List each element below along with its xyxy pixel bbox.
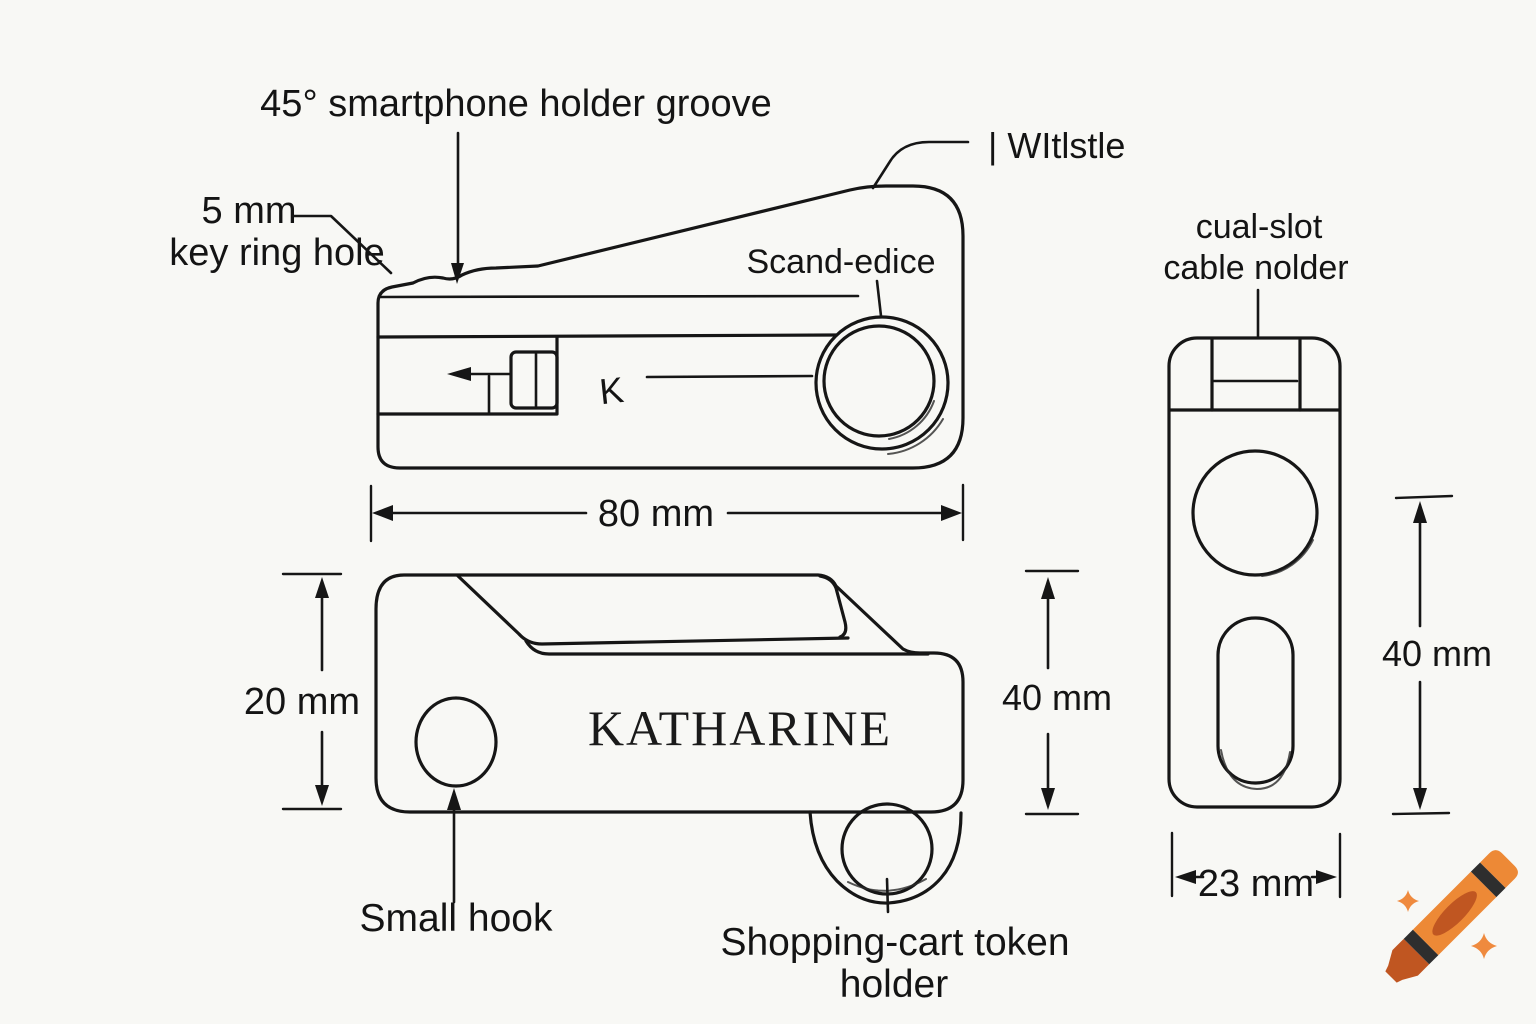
- top-view-outline: [376, 184, 965, 470]
- slider-arrowhead: [447, 367, 471, 381]
- side-cable-slot: [1216, 616, 1295, 785]
- dim23-arrow-left: [1175, 870, 1196, 884]
- mid-face-line: [376, 333, 838, 339]
- side-view: [1167, 336, 1342, 809]
- key-ring-hole: [414, 696, 498, 788]
- scan-edge-label: Scand-edice: [746, 243, 935, 281]
- dimension-40mm-right: 40 mm: [1382, 494, 1492, 816]
- dimension-40mm-middle: 40 mm: [1002, 569, 1112, 816]
- bottom-view: KATHARINE: [374, 573, 965, 905]
- k-marker-label: K: [597, 369, 625, 412]
- top-view-callouts: 45° smartphone holder groove 5 mm key ri…: [169, 83, 1125, 318]
- token-holder-pocket: [808, 810, 963, 905]
- body-shadow-arc: [888, 400, 935, 440]
- dimension-20mm: 20 mm: [244, 572, 360, 811]
- whistle-ring-inner: [822, 324, 936, 438]
- k-leader-line: [645, 374, 814, 379]
- groove-arrowhead: [451, 263, 464, 284]
- side-view-outline: [1167, 336, 1342, 809]
- top-face-line: [378, 294, 860, 299]
- dim40r-tick-top: [1394, 494, 1454, 500]
- cable-holder-label-line2: cable nolder: [1163, 249, 1348, 287]
- crayon-end-cap: [1480, 850, 1518, 888]
- key-ring-label-line2: key ring hole: [169, 232, 384, 274]
- scan-edge-leader: [875, 279, 883, 318]
- dim40m-arrow-down: [1041, 788, 1055, 810]
- whistle-label: | WItlstle: [988, 125, 1125, 166]
- engraved-name: KATHARINE: [588, 700, 892, 756]
- whistle-ring-outer: [814, 315, 950, 451]
- groove-label: 45° smartphone holder groove: [260, 83, 772, 125]
- crayon-tip: [1385, 938, 1430, 983]
- dim80-arrow-left: [372, 505, 393, 521]
- small-hook-arrowhead: [447, 788, 461, 810]
- dimension-80mm: 80 mm: [369, 483, 965, 543]
- dim20-arrow-down: [315, 785, 329, 806]
- side-view-callouts: cual-slot cable nolder: [1163, 208, 1349, 338]
- token-holder-label-line1: Shopping-cart token: [720, 921, 1069, 964]
- token-holder-label-line2: holder: [840, 963, 948, 1006]
- dim40r-tick-bottom: [1391, 811, 1451, 816]
- bottom-view-callouts: Small hook Shopping-cart token holder: [360, 788, 1070, 1006]
- dim40r-arrow-up: [1413, 501, 1427, 523]
- dim40m-arrow-up: [1041, 577, 1055, 599]
- crayon-icon: [1385, 850, 1518, 983]
- dim40r-text: 40 mm: [1382, 633, 1492, 674]
- dim80-arrow-right: [941, 505, 962, 521]
- crayon-body-oval: [1432, 891, 1477, 936]
- side-round-hole: [1191, 449, 1319, 577]
- dim20-arrow-up: [315, 577, 329, 598]
- crayon-band-lower: [1403, 929, 1439, 965]
- whistle-leader: [871, 140, 970, 190]
- crayon-band-upper: [1470, 862, 1506, 898]
- key-ring-leader: [291, 214, 393, 275]
- groove-flap-right-edge: [818, 574, 848, 639]
- dim23-arrow-right: [1316, 870, 1337, 884]
- dim40m-text: 40 mm: [1002, 677, 1112, 718]
- dim20-text: 20 mm: [244, 681, 360, 723]
- sparkle-icon: [1396, 889, 1420, 913]
- groove-flap-left-edge: [456, 574, 850, 646]
- dim40r-arrow-down: [1413, 788, 1427, 810]
- key-ring-label-line1: 5 mm: [202, 190, 297, 232]
- dimension-23mm: 23 mm: [1170, 831, 1342, 905]
- slider-block: [509, 350, 559, 410]
- cable-holder-label-line1: cual-slot: [1196, 208, 1323, 246]
- dim80-text: 80 mm: [598, 493, 714, 535]
- small-hook-label: Small hook: [360, 897, 553, 940]
- sparkle-icon: [1471, 933, 1497, 959]
- bottom-view-outline: [374, 573, 965, 814]
- ring-shadow-arc: [887, 418, 944, 455]
- token-holder-leader: [885, 877, 890, 914]
- top-view: K: [376, 184, 965, 470]
- side-slot-shadow: [1220, 749, 1291, 791]
- dim23-text: 23 mm: [1198, 863, 1314, 905]
- side-hole-shadow: [1261, 539, 1314, 577]
- name-plate-top-edge: [524, 639, 930, 656]
